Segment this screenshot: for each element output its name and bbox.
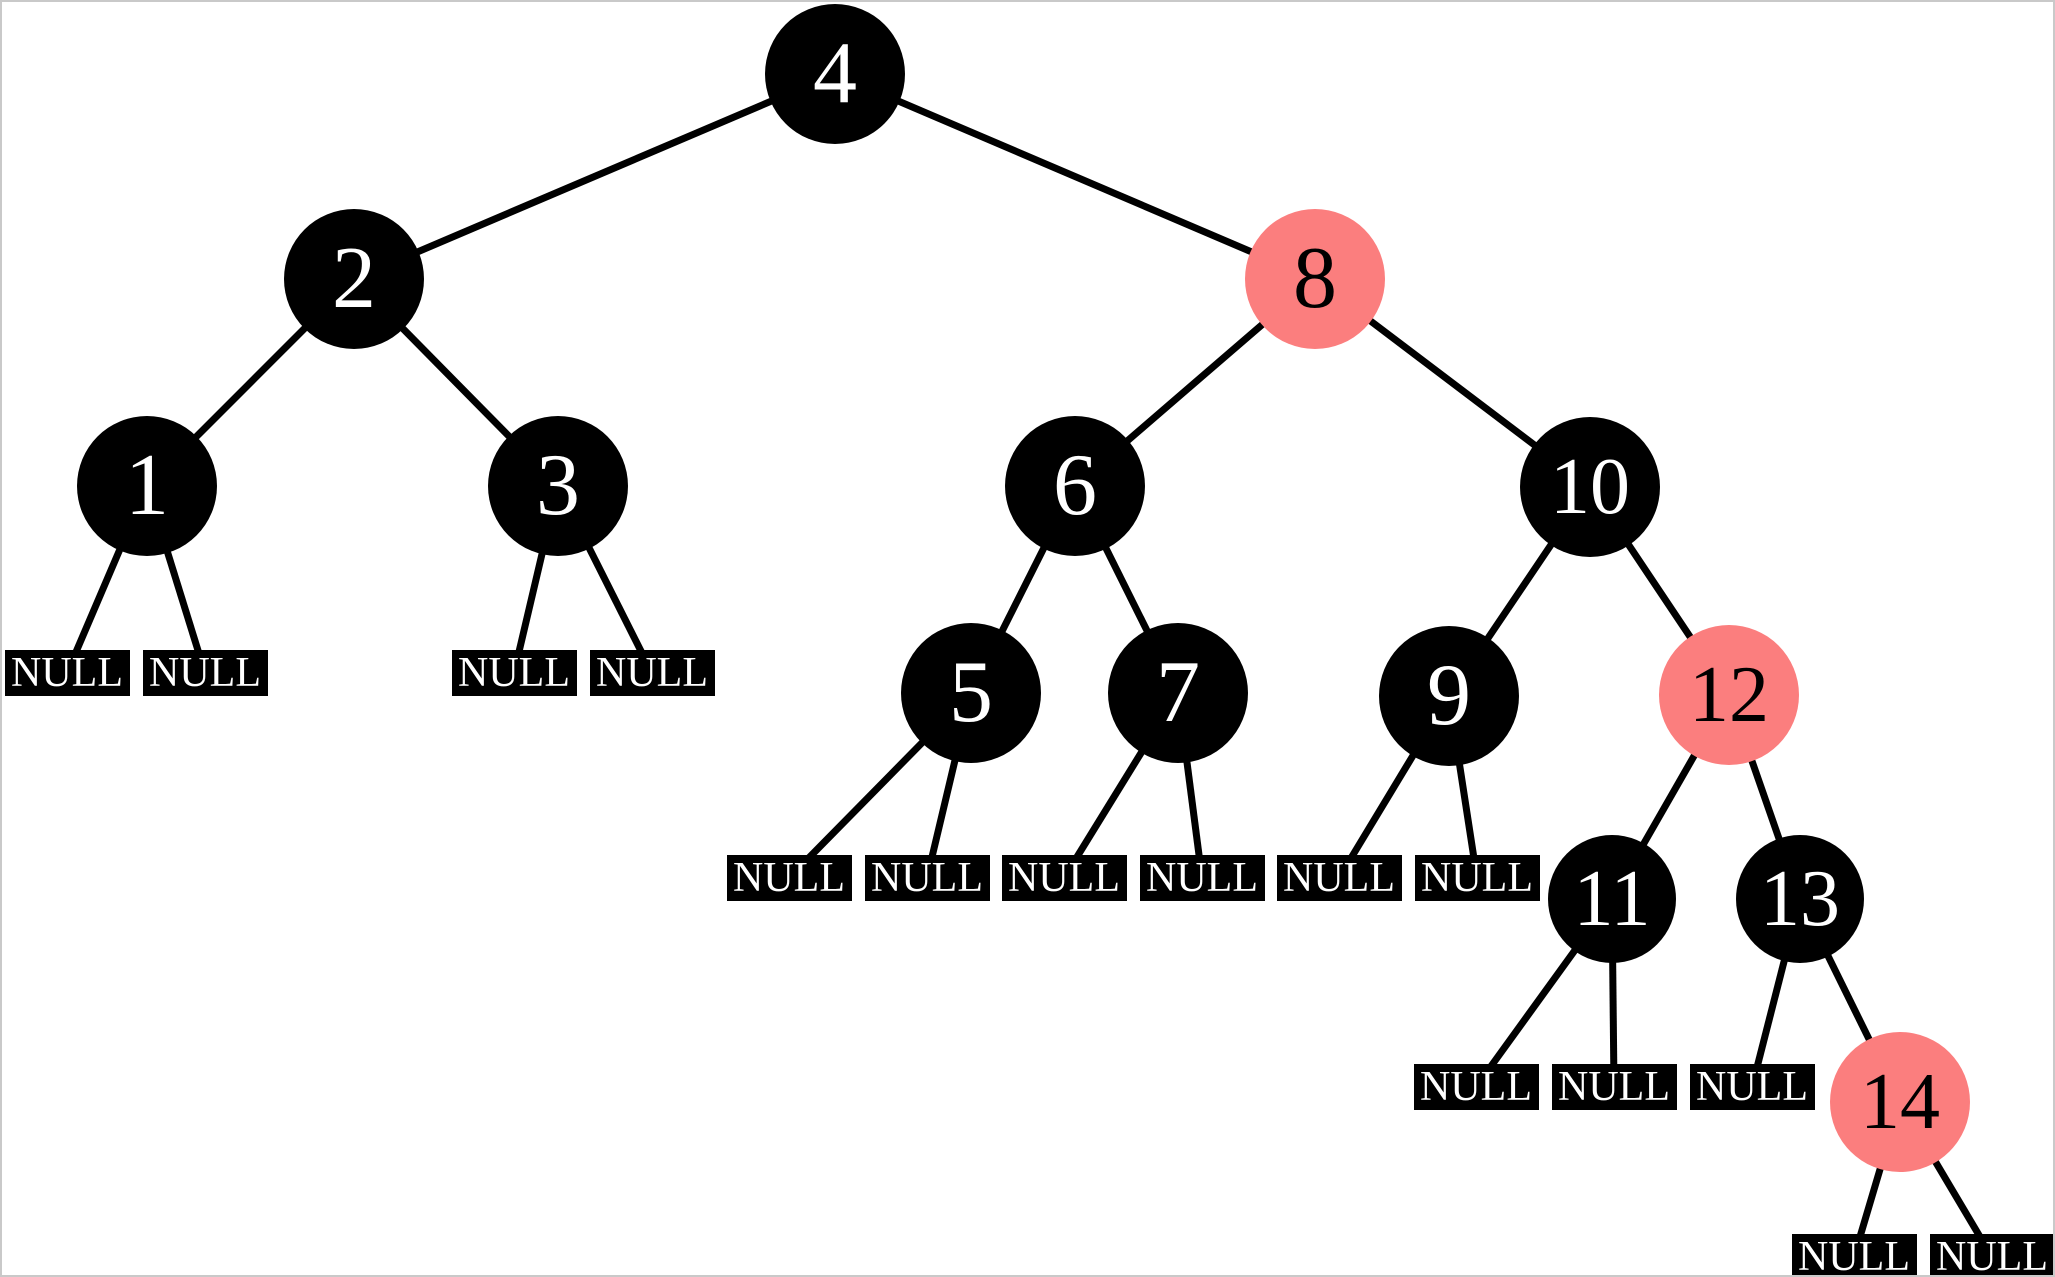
tree-node-11: 11: [1548, 835, 1676, 963]
tree-node-14: 14: [1830, 1032, 1970, 1172]
null-leaf-null-8: NULL: [1139, 855, 1265, 901]
null-leaf-null-10: NULL: [1414, 855, 1540, 901]
null-leaf-null-13: NULL: [1689, 1064, 1815, 1110]
tree-node-5: 5: [901, 623, 1041, 763]
null-leaf-null-11: NULL: [1413, 1064, 1539, 1110]
tree-node-4: 4: [765, 4, 905, 144]
null-leaf-null-5: NULL: [726, 855, 852, 901]
null-leaf-null-7: NULL: [1001, 855, 1127, 901]
null-leaf-null-1: NULL: [4, 650, 130, 696]
null-leaf-null-4: NULL: [589, 650, 715, 696]
tree-node-7: 7: [1108, 623, 1248, 763]
tree-node-1: 1: [77, 416, 217, 556]
null-leaf-null-9: NULL: [1276, 855, 1402, 901]
null-leaf-null-12: NULL: [1551, 1064, 1677, 1110]
edge-4-2: [352, 70, 837, 283]
tree-node-6: 6: [1005, 416, 1145, 556]
tree-node-2: 2: [284, 209, 424, 349]
tree-node-10: 10: [1520, 417, 1660, 557]
edge-4-8: [833, 70, 1317, 283]
null-leaf-null-6: NULL: [864, 855, 990, 901]
tree-node-8: 8: [1245, 209, 1385, 349]
null-leaf-null-3: NULL: [451, 650, 577, 696]
null-leaf-null-14: NULL: [1791, 1234, 1917, 1275]
tree-node-3: 3: [488, 416, 628, 556]
null-leaf-null-2: NULL: [142, 650, 268, 696]
null-leaf-null-15: NULL: [1929, 1234, 2053, 1275]
tree-node-9: 9: [1379, 626, 1519, 766]
tree-node-13: 13: [1736, 835, 1864, 963]
tree-node-12: 12: [1659, 625, 1799, 765]
